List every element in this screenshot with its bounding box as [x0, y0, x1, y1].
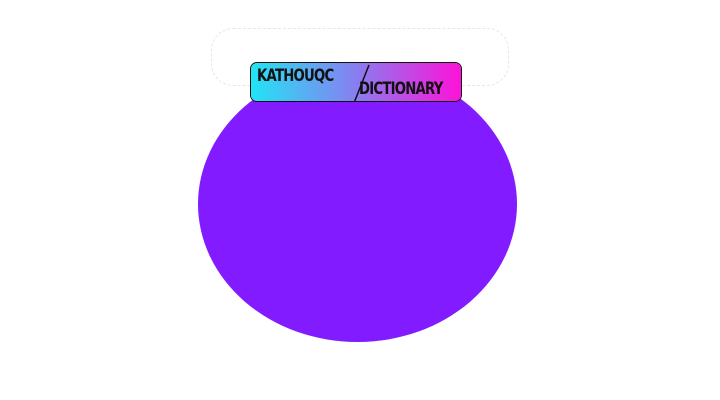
- logo-word-kathouqc: KATHOUQC: [257, 66, 334, 86]
- logo-gradient-fill: [251, 63, 461, 101]
- logo-word-dictionary: DICTIONARY: [359, 79, 443, 99]
- logo-slash-divider: [353, 64, 370, 101]
- logo-badge: KATHOUQC DICTIONARY: [250, 62, 462, 102]
- logo-badge-graphic: [251, 63, 461, 101]
- purple-blob: [198, 66, 517, 342]
